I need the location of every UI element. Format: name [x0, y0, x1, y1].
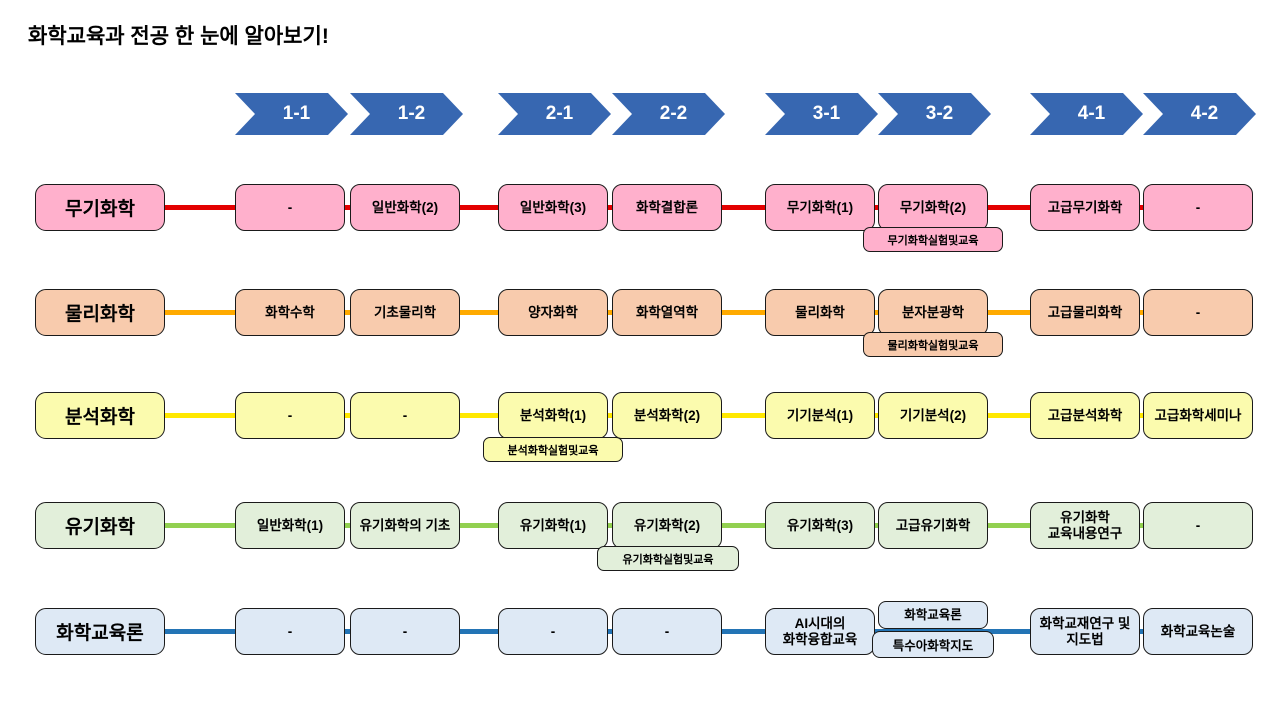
page-title: 화학교육과 전공 한 눈에 알아보기! — [28, 25, 329, 48]
course-cell: - — [612, 608, 722, 655]
course-cell: 고급유기화학 — [878, 502, 988, 549]
course-cell: AI시대의 화학융합교육 — [765, 608, 875, 655]
course-cell: 유기화학(3) — [765, 502, 875, 549]
course-cell: 화학교육논술 — [1143, 608, 1253, 655]
row-label-analytical: 분석화학 — [35, 392, 165, 439]
course-cell: 화학결합론 — [612, 184, 722, 231]
row-label-inorganic: 무기화학 — [35, 184, 165, 231]
course-cell: - — [350, 608, 460, 655]
semester-arrow-3-1: 3-1 — [765, 93, 878, 135]
course-cell: 양자화학 — [498, 289, 608, 336]
course-cell: 물리화학 — [765, 289, 875, 336]
course-cell: 분자분광학 — [878, 289, 988, 336]
semester-arrow-3-2: 3-2 — [878, 93, 991, 135]
course-cell: - — [1143, 289, 1253, 336]
course-cell: 기기분석(2) — [878, 392, 988, 439]
course-subcell: 물리화학실험및교육 — [863, 332, 1003, 357]
course-cell: 화학교육론 — [878, 601, 988, 629]
course-cell: 고급화학세미나 — [1143, 392, 1253, 439]
course-cell: 일반화학(3) — [498, 184, 608, 231]
course-subcell: 특수아화학지도 — [872, 631, 994, 658]
semester-arrow-2-1: 2-1 — [498, 93, 611, 135]
course-cell: 분석화학(2) — [612, 392, 722, 439]
course-cell: - — [235, 608, 345, 655]
course-cell: 고급물리화학 — [1030, 289, 1140, 336]
course-cell: 화학수학 — [235, 289, 345, 336]
row-label-education: 화학교육론 — [35, 608, 165, 655]
row-label-physical: 물리화학 — [35, 289, 165, 336]
course-cell: - — [1143, 184, 1253, 231]
course-cell: 고급분석화학 — [1030, 392, 1140, 439]
course-cell: 유기화학(1) — [498, 502, 608, 549]
semester-arrow-1-1: 1-1 — [235, 93, 348, 135]
course-cell: 화학열역학 — [612, 289, 722, 336]
course-cell: 무기화학(1) — [765, 184, 875, 231]
course-cell: 분석화학(1) — [498, 392, 608, 439]
course-cell: 유기화학 교육내용연구 — [1030, 502, 1140, 549]
course-cell: - — [235, 392, 345, 439]
course-cell: - — [498, 608, 608, 655]
course-subcell: 유기화학실험및교육 — [597, 546, 739, 571]
course-cell: 기초물리학 — [350, 289, 460, 336]
course-cell: 일반화학(1) — [235, 502, 345, 549]
course-cell: 화학교재연구 및 지도법 — [1030, 608, 1140, 655]
semester-arrow-1-2: 1-2 — [350, 93, 463, 135]
course-cell: 기기분석(1) — [765, 392, 875, 439]
course-cell: 유기화학의 기초 — [350, 502, 460, 549]
semester-arrow-2-2: 2-2 — [612, 93, 725, 135]
course-cell: 무기화학(2) — [878, 184, 988, 231]
course-subcell: 분석화학실험및교육 — [483, 437, 623, 462]
course-cell: - — [235, 184, 345, 231]
row-label-organic: 유기화학 — [35, 502, 165, 549]
course-subcell: 무기화학실험및교육 — [863, 227, 1003, 252]
course-cell: - — [1143, 502, 1253, 549]
course-cell: - — [350, 392, 460, 439]
course-cell: 유기화학(2) — [612, 502, 722, 549]
semester-arrow-4-1: 4-1 — [1030, 93, 1143, 135]
semester-arrow-4-2: 4-2 — [1143, 93, 1256, 135]
course-cell: 고급무기화학 — [1030, 184, 1140, 231]
course-cell: 일반화학(2) — [350, 184, 460, 231]
